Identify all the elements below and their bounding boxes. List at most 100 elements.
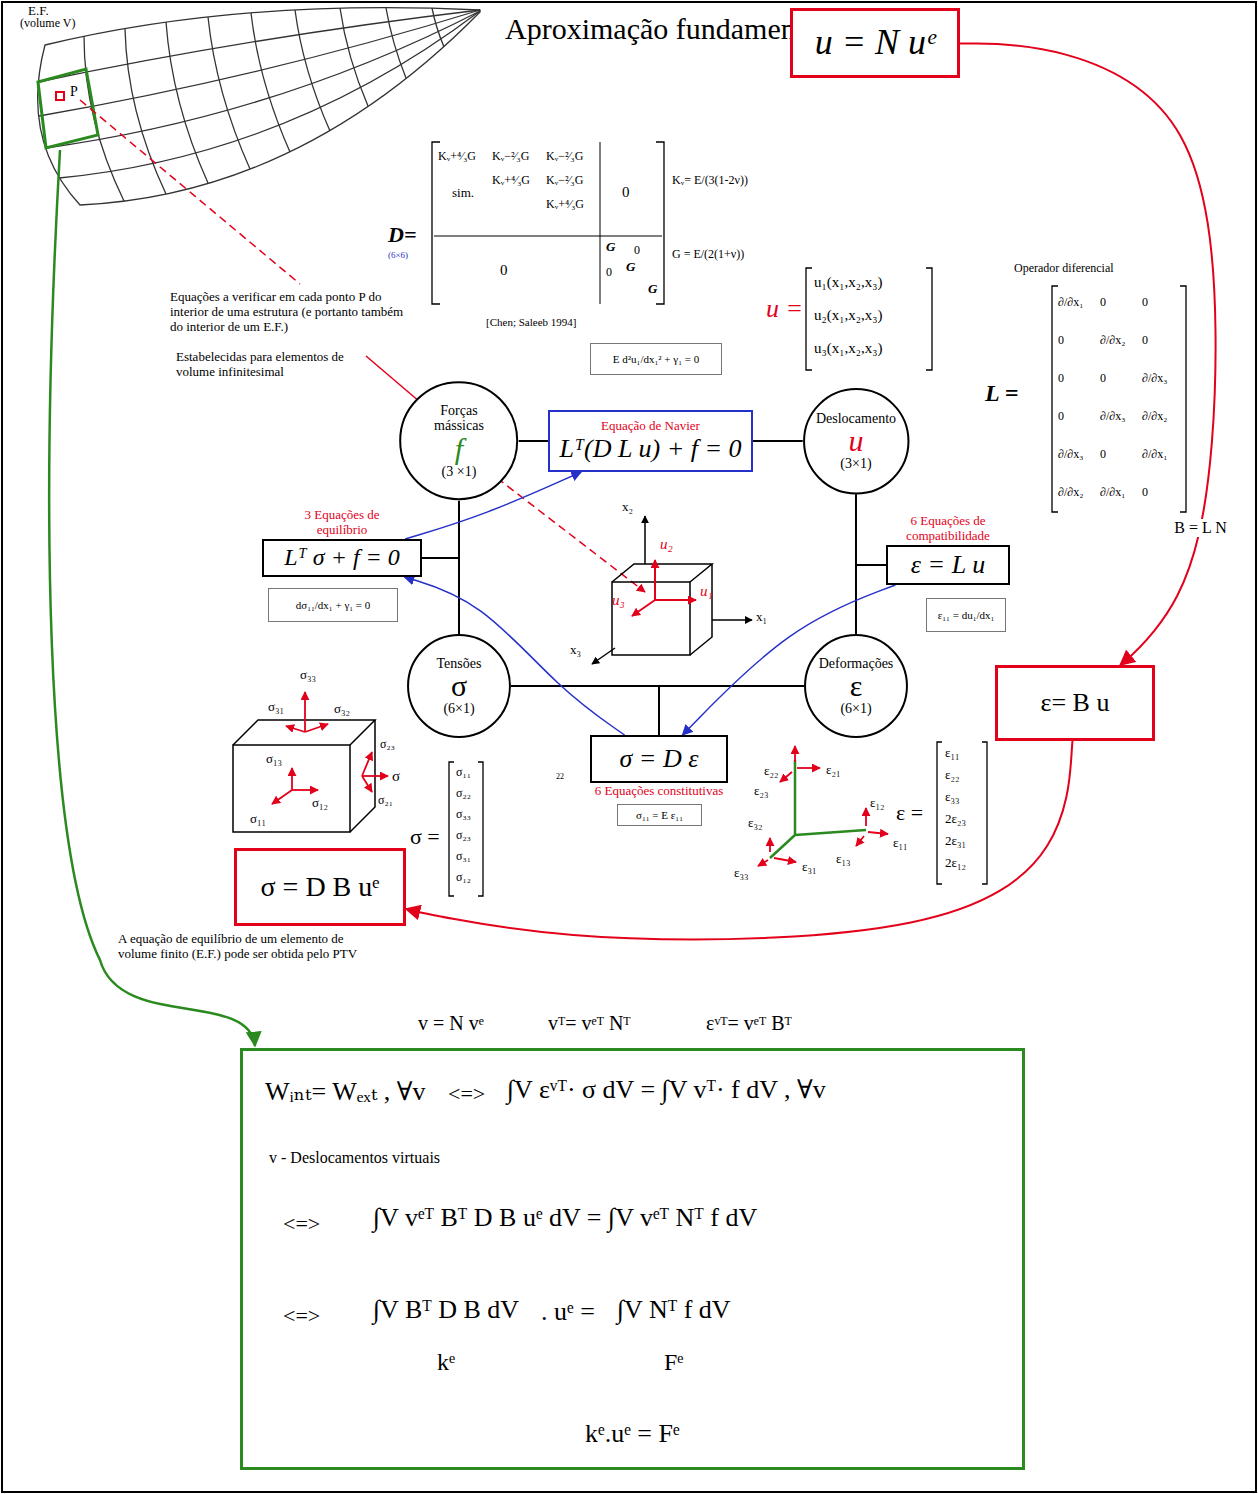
label-text: ε₃₃ — [945, 790, 960, 805]
label-text: u₂ — [660, 536, 673, 553]
strain-sketch — [769, 838, 771, 852]
equation-box: σ = D ε6 Equações constitutivas — [590, 735, 728, 783]
node-text: (6×1) — [840, 701, 871, 716]
stress-cube — [305, 724, 328, 732]
circle-outline — [408, 635, 510, 737]
strain-sketch — [758, 746, 888, 866]
label-text: ∂/∂x₃ — [1058, 448, 1083, 462]
green-link — [49, 150, 255, 1046]
node-text: Tensões — [437, 656, 482, 671]
label-text: 0 — [1142, 296, 1148, 310]
label-text: 0 — [1058, 372, 1064, 386]
result-box: u = N uᵉ — [790, 8, 960, 78]
node-text: Lᵀ σ + f = 0 — [284, 544, 400, 572]
stress-cube — [362, 752, 372, 776]
stress-cube — [362, 775, 388, 777]
equation-box: ε = L u6 Equações de compatibilidade — [886, 545, 1010, 585]
label-text: σ₁₁ — [250, 812, 266, 827]
label-text: σ₂₃ — [456, 829, 471, 843]
connector — [855, 494, 857, 634]
label-text: 0 — [1100, 372, 1106, 386]
strain-sketch — [770, 760, 866, 858]
node-text: . uᵉ = — [541, 1297, 595, 1327]
label-text: x₁ — [756, 610, 767, 625]
note-box: σ₁₁ = E ε₁₁ — [617, 804, 702, 827]
quantity-circle: Forças mássicasf(3 ×1) — [399, 381, 518, 500]
stress-cube — [292, 789, 318, 791]
mesh — [46, 11, 480, 148]
node-text: E d²u₁/dx₁² + γ₁ = 0 — [613, 353, 699, 366]
circle-outline — [400, 382, 517, 499]
stress-cube — [233, 720, 375, 745]
stub-line — [422, 557, 459, 559]
label-text: ∂/∂x₂ — [1142, 410, 1167, 424]
node-text: σ = D B uᵉ — [261, 871, 380, 903]
label-text: Estabelecidas para elementos de volume i… — [176, 350, 376, 380]
stress-cube — [233, 745, 350, 832]
node-text: Equação de Navier — [601, 419, 700, 434]
label-text: Kᵥ+⁴⁄₃G — [438, 150, 476, 164]
label-text: ∂/∂x₁ — [1142, 448, 1167, 462]
node-text: dσ₁₁/dx₁ + γ₁ = 0 — [296, 599, 371, 612]
node-text: σ₁₁ = E ε₁₁ — [636, 809, 683, 822]
element-cube — [655, 599, 696, 601]
label-text: u₂(x₁,x₂,x₃) — [814, 307, 882, 324]
label-text: u₁ — [700, 583, 713, 600]
quantity-circle: Tensõesσ(6×1) — [407, 634, 511, 738]
matrix-bracket — [432, 142, 664, 304]
node-text: f — [455, 434, 463, 464]
label-text: x₂ — [622, 500, 633, 515]
label-text: σ₃₁ — [456, 850, 471, 864]
label-text: Kᵥ+⁴⁄₃G — [546, 198, 584, 212]
label-text: ε₂₁ — [826, 763, 841, 778]
label-text: L = — [985, 380, 1018, 408]
label-text: P — [70, 84, 78, 100]
label-text: σ₃₃ — [300, 668, 316, 683]
note-box: dσ₁₁/dx₁ + γ₁ = 0 — [268, 588, 398, 622]
finite-element — [38, 69, 98, 148]
mesh — [125, 29, 166, 194]
mesh — [295, 10, 330, 131]
label-text: ε₁₁ — [945, 746, 960, 761]
node-text: (3×1) — [840, 456, 871, 471]
element-cube — [592, 516, 752, 664]
label-text: (6×6) — [388, 250, 408, 260]
node-text: ∫V Nᵀ f dV — [617, 1295, 731, 1325]
strain-sketch — [865, 808, 867, 826]
node-text: u — [848, 426, 863, 456]
ptv-box: Wᵢₙₜ= Wₑₓₜ , ∀v<=>∫V εᵛᵀ· σ dV = ∫V vᵀ· … — [240, 1048, 1025, 1470]
label-text: G — [648, 282, 657, 297]
label-text: ε₃₁ — [802, 860, 817, 875]
node-text: Deformações — [819, 656, 894, 671]
label-text: Kᵥ= E/(3(1-2ν)) — [672, 174, 748, 188]
label-text: σ = — [410, 824, 440, 849]
node-text: (3 ×1) — [442, 464, 477, 479]
node-text: ε₁₁ = du₁/dx₁ — [938, 609, 995, 622]
label-text: 0 — [1100, 296, 1106, 310]
strain-sketch — [758, 860, 768, 866]
label-text: ∂/∂x₁ — [1058, 296, 1083, 310]
label-text: 2ε₃₁ — [945, 834, 966, 849]
label-text: 0 — [606, 266, 612, 280]
box-heading: 6 Equações de compatibilidade — [888, 514, 1008, 544]
mesh — [208, 17, 250, 169]
leader-line — [80, 100, 300, 284]
label-text: σ₁₂ — [312, 796, 328, 811]
node-text: Forças mássicas — [417, 403, 501, 434]
mesh — [39, 10, 480, 116]
label-text: σ₁₃ — [266, 752, 282, 767]
note-box: E d²u₁/dx₁² + γ₁ = 0 — [590, 343, 722, 375]
element-cube — [654, 560, 656, 600]
label-text: Equações a verificar em cada ponto P do … — [170, 290, 406, 335]
result-box: σ = D B uᵉ — [234, 848, 406, 926]
label-text: 0 — [634, 244, 640, 258]
label-text: u₃ — [612, 592, 625, 609]
mesh — [38, 8, 480, 205]
label-text: ∂/∂x₃ — [1100, 410, 1125, 424]
label-text: 0 — [1058, 334, 1064, 348]
connector — [753, 440, 803, 442]
leader-line — [497, 478, 645, 592]
finite-element — [38, 69, 98, 148]
label-text: 0 — [500, 262, 508, 279]
